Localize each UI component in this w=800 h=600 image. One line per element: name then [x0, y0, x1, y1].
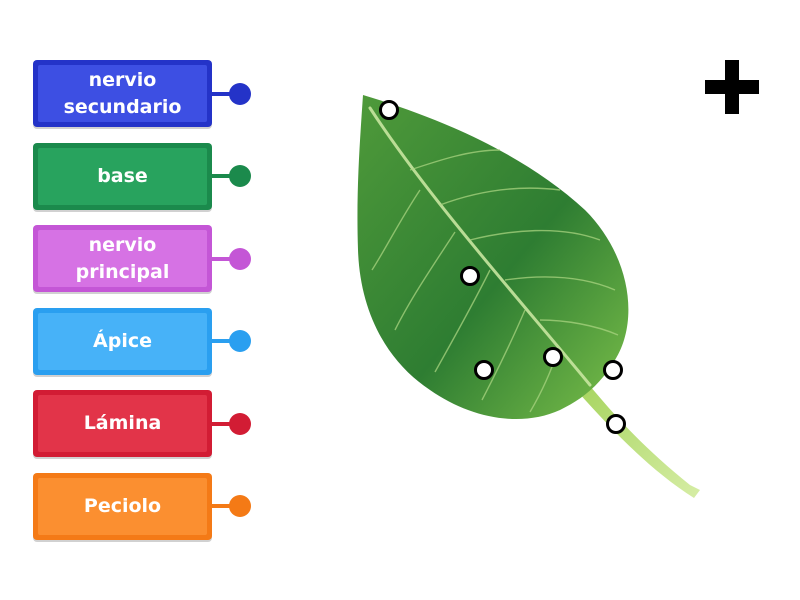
label-inner: Lámina [38, 395, 207, 452]
target-marker-apex[interactable] [379, 100, 399, 120]
drag-pin[interactable] [229, 330, 251, 352]
label-text: nervio secundario [63, 68, 182, 118]
label-text: Lámina [83, 412, 162, 435]
leaf-petiole [578, 380, 700, 498]
label-text: base [97, 165, 148, 188]
connector-line[interactable] [212, 504, 242, 508]
connector-line[interactable] [212, 422, 242, 426]
label-apice[interactable]: Ápice [33, 308, 212, 375]
label-inner: Ápice [38, 313, 207, 370]
label-text: nervio principal [75, 233, 170, 283]
label-peciolo[interactable]: Peciolo [33, 473, 212, 540]
leaf-secondary-veins [371, 149, 619, 413]
connector-line[interactable] [212, 92, 242, 96]
drag-pin[interactable] [229, 495, 251, 517]
plus-icon[interactable] [705, 60, 759, 114]
drag-pin[interactable] [229, 413, 251, 435]
connector-line[interactable] [212, 174, 242, 178]
label-inner: nervio secundario [38, 65, 207, 122]
leaf-main-vein [368, 106, 592, 387]
label-base[interactable]: base [33, 143, 212, 210]
label-inner: nervio principal [38, 230, 207, 287]
connector-line[interactable] [212, 257, 242, 261]
target-marker-petiole[interactable] [606, 414, 626, 434]
target-marker-main-vein[interactable] [543, 347, 563, 367]
drag-pin[interactable] [229, 248, 251, 270]
drag-pin[interactable] [229, 165, 251, 187]
label-inner: base [38, 148, 207, 205]
label-text: Peciolo [83, 495, 162, 518]
target-marker-secondary[interactable] [474, 360, 494, 380]
target-marker-lamina[interactable] [460, 266, 480, 286]
label-nervio-principal[interactable]: nervio principal [33, 225, 212, 292]
target-marker-base[interactable] [603, 360, 623, 380]
label-lamina[interactable]: Lámina [33, 390, 212, 457]
label-text: Ápice [93, 330, 152, 353]
drag-pin[interactable] [229, 83, 251, 105]
label-inner: Peciolo [38, 478, 207, 535]
label-nervio-secundario[interactable]: nervio secundario [33, 60, 212, 127]
connector-line[interactable] [212, 339, 242, 343]
